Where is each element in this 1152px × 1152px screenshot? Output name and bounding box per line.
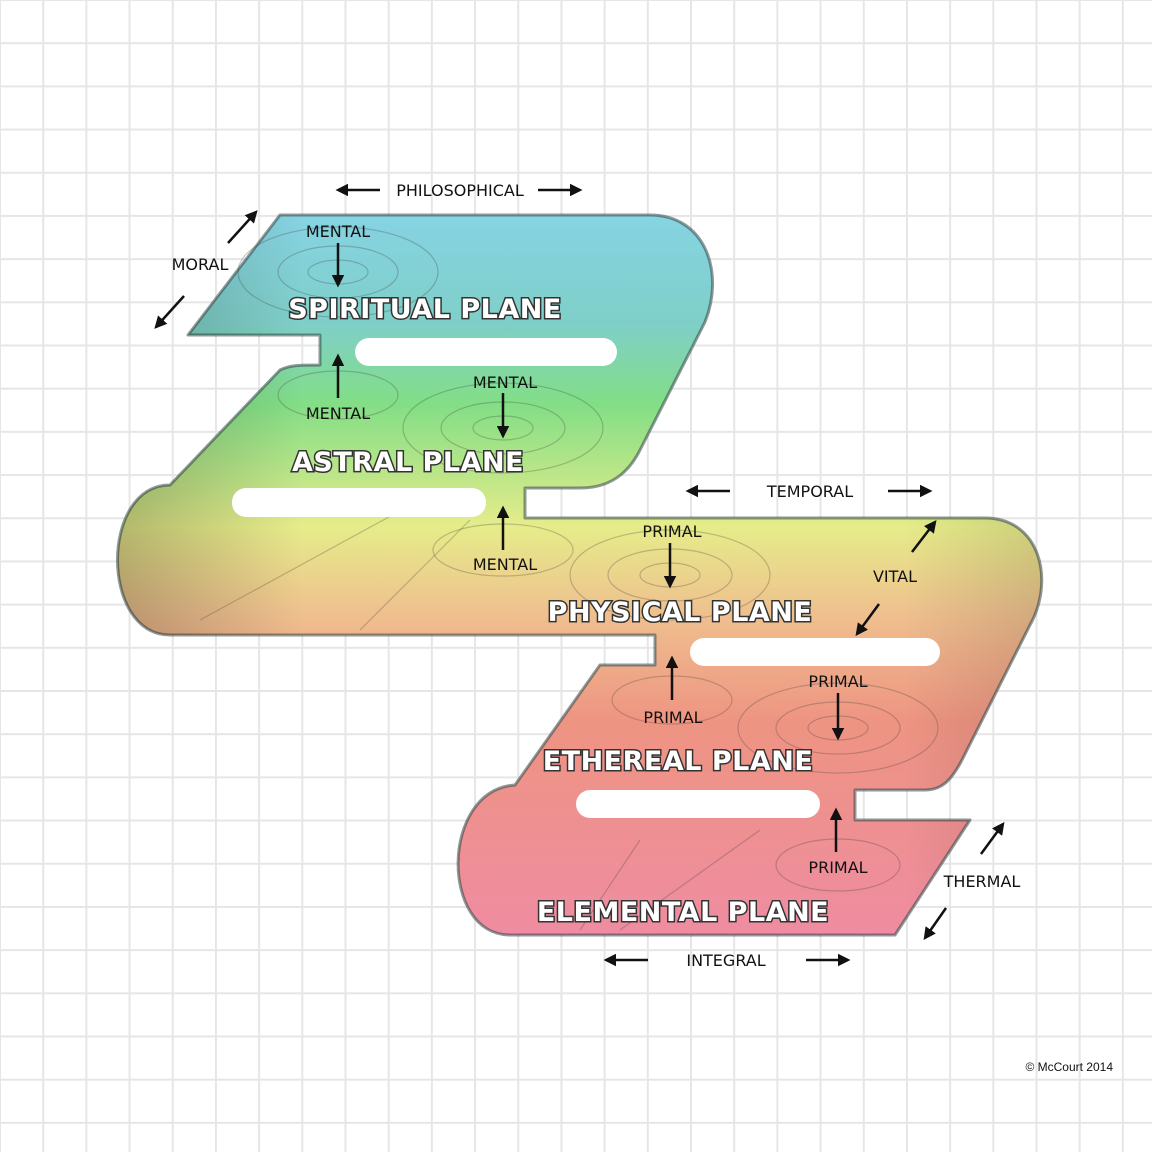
- plane-title-elemental: ELEMENTAL PLANE: [537, 897, 829, 928]
- arrow-up-right-icon: [979, 821, 1005, 855]
- plane-title-astral: ASTRAL PLANE: [292, 447, 524, 478]
- flow-label: MENTAL: [473, 373, 537, 392]
- gap-physical-ethereal: [690, 638, 940, 666]
- arrow-down-left-icon: [855, 603, 881, 637]
- flow-arrows: [331, 243, 845, 852]
- arrow-up-right-icon: [911, 520, 937, 553]
- axis-label-vital: VITAL: [873, 567, 917, 586]
- direction-arrows: [154, 183, 1005, 967]
- axis-label-philosophical: PHILOSOPHICAL: [396, 181, 524, 200]
- flow-label: PRIMAL: [642, 522, 701, 541]
- flow-label: PRIMAL: [808, 672, 867, 691]
- gap-spiritual-astral: [355, 338, 617, 366]
- gap-astral-physical: [232, 488, 486, 517]
- gap-ethereal-elemental: [576, 790, 820, 818]
- arrow-up-right-icon: [227, 210, 258, 244]
- plane-title-ethereal: ETHEREAL PLANE: [543, 746, 814, 777]
- arrow-down-left-icon: [923, 907, 948, 941]
- flow-label: MENTAL: [473, 555, 537, 574]
- flow-label: PRIMAL: [808, 858, 867, 877]
- flow-label: MENTAL: [306, 222, 370, 241]
- flow-label: PRIMAL: [643, 708, 702, 727]
- ribbon: [116, 213, 1044, 937]
- flow-label: MENTAL: [306, 404, 370, 423]
- arrow-down-left-icon: [154, 295, 185, 329]
- axis-label-moral: MORAL: [172, 255, 229, 274]
- plane-gaps: [232, 338, 940, 818]
- axis-label-integral: INTEGRAL: [686, 951, 765, 970]
- axis-label-thermal: THERMAL: [943, 872, 1021, 891]
- plane-title-physical: PHYSICAL PLANE: [548, 597, 813, 628]
- axis-label-temporal: TEMPORAL: [766, 482, 853, 501]
- copyright: © McCourt 2014: [1025, 1060, 1113, 1074]
- plane-title-spiritual: SPIRITUAL PLANE: [288, 294, 562, 325]
